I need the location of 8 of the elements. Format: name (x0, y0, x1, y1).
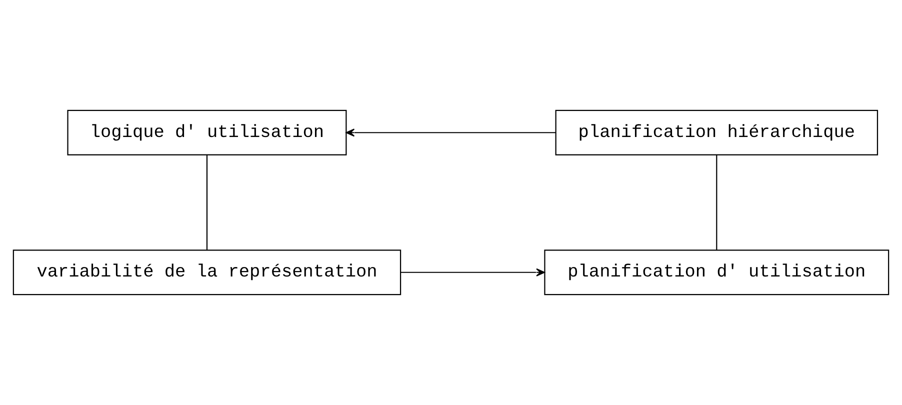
node-box: planification hiérarchique (555, 110, 878, 156)
node-box: variabilité de la représentation (12, 250, 402, 296)
arrow (346, 128, 556, 137)
arrow (400, 268, 545, 276)
connector (716, 155, 718, 250)
node-box: logique d' utilisation (67, 110, 347, 156)
connector (206, 155, 208, 250)
node-box: planification d' utilisation (544, 250, 890, 296)
